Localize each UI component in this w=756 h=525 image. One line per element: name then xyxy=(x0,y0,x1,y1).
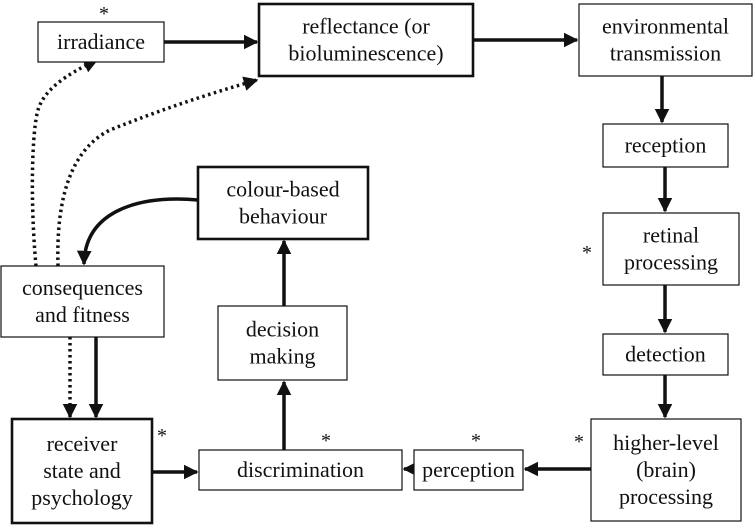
node-label-environmental-transmission-line-1: transmission xyxy=(610,40,721,65)
node-label-receiver-state-line-0: receiver xyxy=(47,431,118,456)
node-label-reflectance-line-1: bioluminescence) xyxy=(288,40,443,65)
node-box-retinal-processing xyxy=(602,212,740,286)
edges-layer xyxy=(30,32,673,480)
node-label-detection-line-0: detection xyxy=(625,341,706,366)
star-marker-discrimination: * xyxy=(321,430,331,452)
node-box-decision-making xyxy=(217,305,348,381)
node-label-decision-making-line-0: decision xyxy=(246,316,319,341)
node-label-colour-based-behaviour-line-0: colour-based xyxy=(226,176,339,201)
node-box-detection xyxy=(602,333,729,376)
node-box-colour-based-behaviour xyxy=(196,165,370,241)
star-marker-higher-level-processing: * xyxy=(574,431,584,453)
node-label-higher-level-processing-line-2: processing xyxy=(619,484,713,509)
node-box-receiver-state xyxy=(10,417,154,525)
node-label-irradiance-line-0: irradiance xyxy=(57,29,145,54)
star-marker-irradiance: * xyxy=(99,3,109,25)
node-higher-level-processing: higher-level(brain)processing xyxy=(590,418,742,522)
node-label-receiver-state-line-2: psychology xyxy=(31,485,132,510)
node-label-discrimination-line-0: discrimination xyxy=(237,457,364,482)
node-box-perception xyxy=(413,449,524,491)
node-box-irradiance xyxy=(37,21,165,63)
node-label-receiver-state-line-1: state and xyxy=(43,458,121,483)
node-label-higher-level-processing-line-0: higher-level xyxy=(613,430,719,455)
node-reception: reception xyxy=(602,123,729,168)
node-box-reception xyxy=(602,123,729,168)
node-label-consequences-and-fitness-line-1: and fitness xyxy=(35,302,130,327)
node-perception: perception xyxy=(413,449,524,491)
node-label-colour-based-behaviour-line-1: behaviour xyxy=(239,203,328,228)
node-box-consequences-and-fitness xyxy=(0,265,165,338)
node-discrimination: discrimination xyxy=(198,449,403,491)
star-marker-receiver-state: * xyxy=(157,425,167,447)
node-box-discrimination xyxy=(198,449,403,491)
arrow-consequences-and-fitness-to-irradiance-dotted xyxy=(30,58,99,267)
arrow-consequences-and-fitness-to-reflectance-dotted xyxy=(56,76,259,267)
star-marker-retinal-processing: * xyxy=(582,242,592,264)
node-box-environmental-transmission xyxy=(578,3,753,77)
node-detection: detection xyxy=(602,333,729,376)
node-label-reflectance-line-0: reflectance (or xyxy=(302,13,430,38)
node-irradiance: irradiance xyxy=(37,21,165,63)
node-label-retinal-processing-line-1: processing xyxy=(624,249,718,274)
stars-layer: * * * * * * xyxy=(99,3,592,453)
star-marker-perception: * xyxy=(471,430,481,452)
node-label-reception-line-0: reception xyxy=(625,132,707,157)
node-box-reflectance xyxy=(257,2,475,78)
node-label-consequences-and-fitness-line-0: consequences xyxy=(22,275,143,300)
arrow-colour-based-behaviour-to-consequences-and-fitness xyxy=(76,197,199,266)
node-label-environmental-transmission-line-0: environmental xyxy=(602,13,729,38)
node-label-retinal-processing-line-0: retinal xyxy=(643,222,699,247)
node-label-decision-making-line-1: making xyxy=(250,343,316,368)
node-label-perception-line-0: perception xyxy=(422,457,515,482)
node-label-higher-level-processing-line-1: (brain) xyxy=(636,457,696,482)
node-box-higher-level-processing xyxy=(590,418,742,522)
